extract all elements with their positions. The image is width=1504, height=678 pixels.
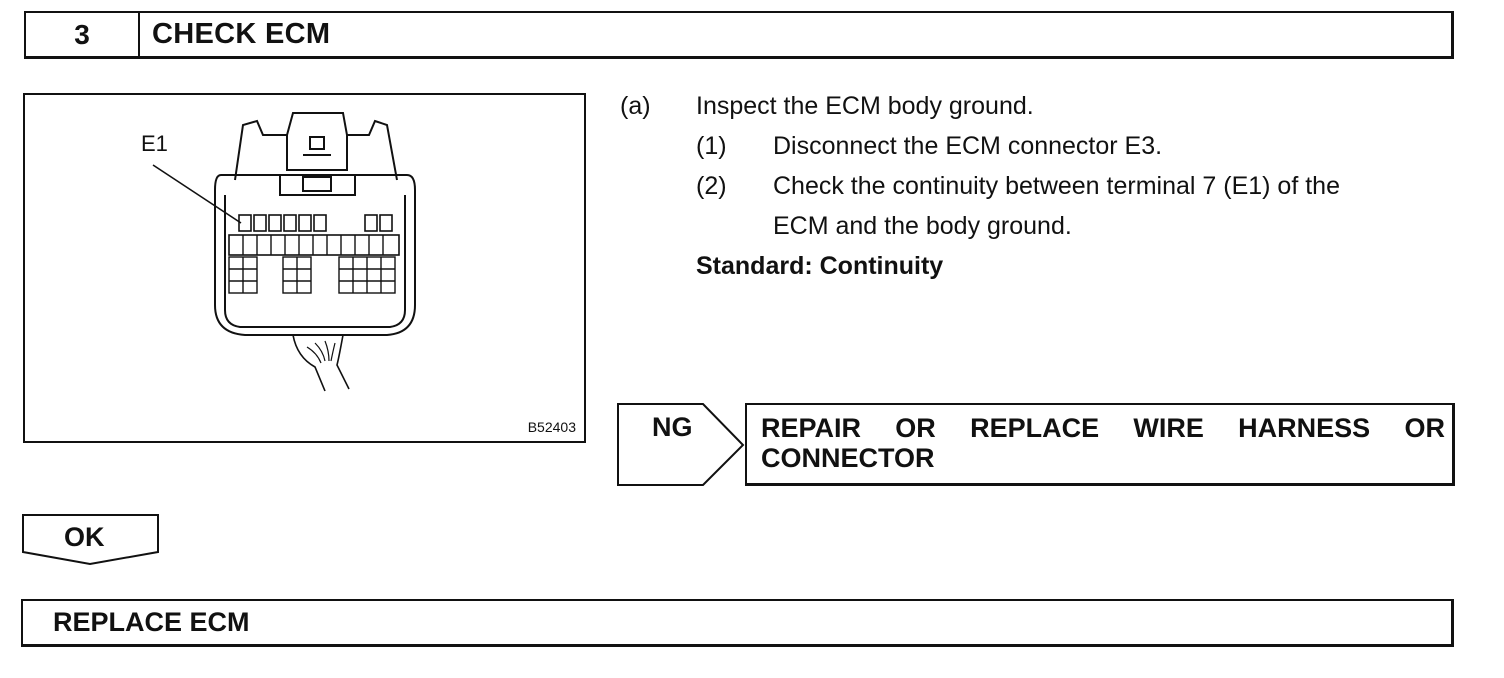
ng-arrow-icon <box>617 403 745 486</box>
substep-2-label: (2) <box>696 172 727 200</box>
ok-arrow-icon <box>22 514 159 566</box>
ok-label: OK <box>64 522 105 552</box>
ng-action-word: REPLACE <box>970 413 1100 443</box>
ng-action-word: REPAIR <box>761 413 862 443</box>
ng-action-box: REPAIR OR REPLACE WIRE HARNESS OR CONNEC… <box>745 403 1455 486</box>
step-header: 3 CHECK ECM <box>24 11 1454 59</box>
standard-value: Standard: Continuity <box>696 252 944 280</box>
ng-label: NG <box>652 412 693 442</box>
ng-action-word: HARNESS <box>1238 413 1371 443</box>
ecm-connector-figure: E1 B52403 <box>23 93 586 443</box>
substep-2-text-continued: ECM and the body ground. <box>773 212 1072 240</box>
step-a-label: (a) <box>620 92 651 120</box>
substep-1-label: (1) <box>696 132 727 160</box>
ng-action-line-2: CONNECTOR <box>761 443 935 473</box>
result-box: REPLACE ECM <box>21 599 1454 647</box>
figure-id: B52403 <box>527 419 576 435</box>
ng-action-word: OR <box>895 413 936 443</box>
step-title: CHECK ECM <box>152 18 331 50</box>
result-text: REPLACE ECM <box>53 607 250 637</box>
ng-action-line-1: REPAIR OR REPLACE WIRE HARNESS OR <box>761 413 1445 443</box>
step-a-text: Inspect the ECM body ground. <box>696 92 1034 120</box>
ng-action-word: OR <box>1404 413 1445 443</box>
substep-1-text: Disconnect the ECM connector E3. <box>773 132 1163 160</box>
step-number: 3 <box>26 13 140 56</box>
ecm-connector-icon <box>152 112 416 392</box>
terminal-e1-callout: E1 <box>141 131 168 156</box>
ng-action-word: WIRE <box>1133 413 1204 443</box>
substep-2-text: Check the continuity between terminal 7 … <box>773 172 1340 200</box>
